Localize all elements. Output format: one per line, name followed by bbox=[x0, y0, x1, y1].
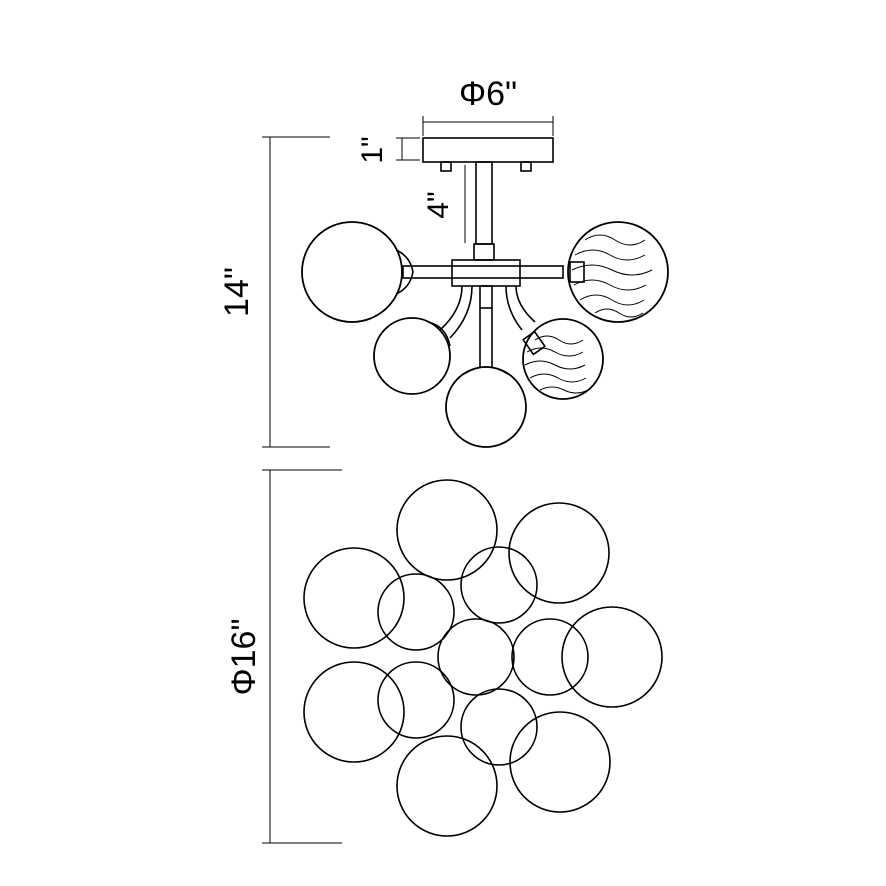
stem-length-label: 4" bbox=[422, 191, 455, 218]
canopy-height-dimension: 1" bbox=[356, 136, 420, 164]
globe-outline bbox=[437, 618, 515, 696]
globe-outline bbox=[303, 661, 405, 763]
globe-outline bbox=[377, 661, 455, 739]
bottom-view bbox=[303, 479, 663, 837]
overall-height-dimension: 14" bbox=[218, 136, 330, 448]
side-view bbox=[301, 137, 669, 448]
globe bbox=[301, 221, 403, 323]
overall-diameter-label: Φ16" bbox=[225, 618, 263, 695]
globe-outline bbox=[460, 688, 538, 766]
stem bbox=[475, 161, 493, 245]
globe bbox=[373, 317, 451, 395]
globe-outline bbox=[303, 547, 405, 649]
arm bbox=[402, 265, 564, 279]
screw bbox=[520, 161, 532, 172]
globe-outline bbox=[396, 479, 498, 581]
stem-length-dimension: 4" bbox=[422, 165, 466, 243]
globe-outline bbox=[511, 618, 589, 696]
canopy bbox=[422, 137, 554, 163]
canopy-diameter-label: Φ6" bbox=[459, 75, 517, 113]
overall-diameter-dimension: Φ16" bbox=[225, 469, 342, 844]
screw bbox=[440, 161, 452, 172]
globe-outline bbox=[377, 573, 455, 651]
canopy-diameter-dimension: Φ6" bbox=[422, 75, 554, 136]
textured-globe bbox=[567, 221, 669, 323]
canopy-height-label: 1" bbox=[356, 136, 389, 163]
globe bbox=[445, 366, 527, 448]
globe-outline bbox=[509, 711, 611, 813]
overall-height-label: 14" bbox=[218, 267, 256, 317]
globe-outline bbox=[460, 546, 538, 624]
globe-outline bbox=[396, 735, 498, 837]
hub bbox=[451, 259, 521, 287]
globe-outline bbox=[561, 606, 663, 708]
globe-outline bbox=[508, 502, 610, 604]
